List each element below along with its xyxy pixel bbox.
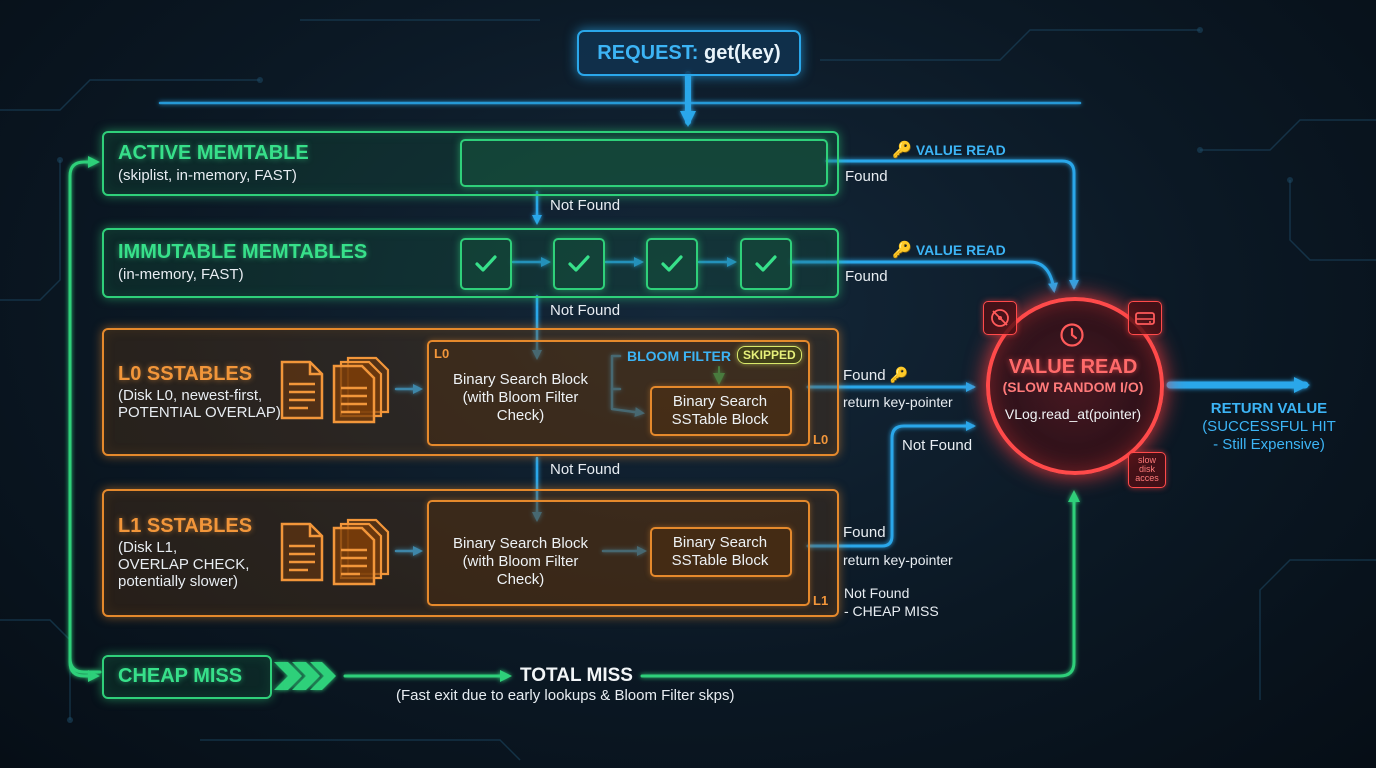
l0-sstable-line-1: Binary Search (672, 393, 768, 410)
value-read-label-1: 🔑 VALUE READ (892, 140, 1006, 160)
l0-sstable-label: Binary Search SSTable Block (650, 393, 790, 429)
l1-not-found-line-1: Not Found (844, 585, 910, 601)
l1-sstable-line-1: Binary Search (672, 534, 768, 551)
l0-found-text: Found (843, 367, 886, 384)
check-icon (568, 255, 590, 272)
key-icon: 🔑 (892, 142, 912, 159)
check-icon (475, 255, 497, 272)
l1-tag-bottom: L1 (813, 593, 829, 608)
l1-search-container (427, 500, 810, 606)
l0-tag-bottom: L0 (813, 432, 829, 447)
l0-search-line-3: Check) (496, 407, 545, 424)
immutable-memtables-title: IMMUTABLE MEMTABLES (118, 241, 368, 263)
l1-subtitle-3: potentially slower) (118, 573, 239, 590)
cheap-miss-label: CHEAP MISS (118, 665, 243, 687)
check-icon (661, 255, 683, 272)
value-read-label-1-text: VALUE READ (915, 142, 1006, 158)
clock-icon (1060, 323, 1084, 347)
skipped-badge: SKIPPED (737, 346, 802, 364)
slow-disk-text: slow disk acces (1129, 453, 1165, 483)
slow-disk-line-3: acces (1135, 473, 1159, 483)
l1-not-found-cheap: Not Found - CHEAP MISS (844, 584, 939, 620)
value-read-title: VALUE READ (1008, 356, 1138, 378)
request-box: REQUEST: get(key) (577, 30, 801, 76)
bloom-filter-label: BLOOM FILTER (627, 348, 731, 364)
memtable-check-4 (740, 238, 792, 290)
found-label-2: Found (845, 268, 888, 285)
not-found-label-1: Not Found (550, 197, 621, 214)
return-value-line-1: RETURN VALUE (1210, 400, 1328, 417)
l1-search-line-2: (with Bloom Filter (462, 553, 579, 570)
sstable-stack-icon (332, 518, 390, 586)
cheap-miss-box (102, 655, 272, 699)
return-value-line-2: (SUCCESSFUL HIT (1202, 418, 1336, 435)
request-call: get(key) (703, 42, 781, 64)
l1-search-line-1: Binary Search Block (452, 535, 589, 552)
l0-sstable-block (650, 386, 792, 436)
no-cache-badge (983, 301, 1017, 335)
l0-subtitle-1: (Disk L0, newest-first, (118, 387, 263, 404)
slow-disk-line-1: slow (1137, 455, 1156, 465)
request-label: REQUEST: get(key) (579, 42, 799, 65)
l0-tag-top: L0 (434, 346, 450, 361)
memtable-check-2 (553, 238, 605, 290)
request-prefix: REQUEST: (597, 42, 699, 64)
disk-badge (1128, 301, 1162, 335)
l1-sstable-line-2: SSTable Block (671, 552, 769, 569)
l0-title: L0 SSTABLES (118, 363, 253, 385)
l1-search-label: Binary Search Block (with Bloom Filter C… (438, 535, 603, 589)
key-icon: 🔑 (892, 242, 912, 259)
return-value-line-3: - Still Expensive) (1213, 436, 1325, 453)
immutable-memtables-subtitle: (in-memory, FAST) (118, 266, 244, 283)
l0-subtitle-2: POTENTIAL OVERLAP) (118, 404, 281, 421)
l0-search-line-2: (with Bloom Filter (462, 389, 579, 406)
check-icon (755, 255, 777, 272)
found-label-1: Found (845, 168, 888, 185)
value-read-call: VLog.read_at(pointer) (1004, 406, 1142, 422)
value-read-subtitle: (SLOW RANDOM I/O) (1002, 379, 1144, 395)
l0-search-line-1: Binary Search Block (452, 371, 589, 388)
l1-sstable-block (650, 527, 792, 577)
return-value-label: RETURN VALUE (SUCCESSFUL HIT - Still Exp… (1194, 400, 1344, 454)
l0-search-label: Binary Search Block (with Bloom Filter C… (438, 371, 603, 425)
cheap-miss-chevrons (274, 662, 336, 690)
total-miss-title: TOTAL MISS (520, 665, 633, 686)
memtable-check-1 (460, 238, 512, 290)
circuit-traces (0, 19, 1376, 761)
slow-disk-line-2: disk (1138, 464, 1155, 474)
disk-crossed-icon (991, 309, 1009, 327)
active-memtable-subtitle: (skiplist, in-memory, FAST) (118, 167, 297, 184)
slow-disk-badge: slow disk acces (1128, 452, 1166, 488)
l0-found-label: Found 🔑 (843, 366, 908, 384)
l1-subtitle-2: OVERLAP CHECK, (118, 556, 250, 573)
l1-sstables-box (102, 489, 839, 617)
sstable-stack-icon (332, 356, 390, 424)
active-memtable-title: ACTIVE MEMTABLE (118, 142, 309, 164)
l0-return-key-pointer: return key-pointer (843, 394, 953, 410)
l1-return-key-pointer: return key-pointer (843, 552, 953, 568)
not-found-label-value: Not Found (902, 437, 973, 454)
sstable-file-icon (280, 522, 324, 582)
l0-sstable-line-2: SSTable Block (671, 411, 769, 428)
not-found-label-3: Not Found (550, 461, 621, 478)
sstable-file-icon (280, 360, 324, 420)
l1-not-found-line-2: - CHEAP MISS (844, 603, 939, 619)
memtable-check-3 (646, 238, 698, 290)
value-read-label-2-text: VALUE READ (915, 242, 1006, 258)
key-icon: 🔑 (889, 367, 909, 384)
hard-drive-icon (1135, 312, 1155, 325)
active-memtable-slot (460, 139, 828, 187)
l1-sstable-label: Binary Search SSTable Block (650, 534, 790, 570)
value-read-label-2: 🔑 VALUE READ (892, 240, 1006, 260)
l1-title: L1 SSTABLES (118, 515, 253, 537)
not-found-label-2: Not Found (550, 302, 621, 319)
l1-found-label: Found (843, 524, 886, 541)
l1-subtitle-1: (Disk L1, (118, 539, 178, 556)
l1-search-line-3: Check) (496, 571, 545, 588)
total-miss-subtitle: (Fast exit due to early lookups & Bloom … (396, 687, 735, 704)
